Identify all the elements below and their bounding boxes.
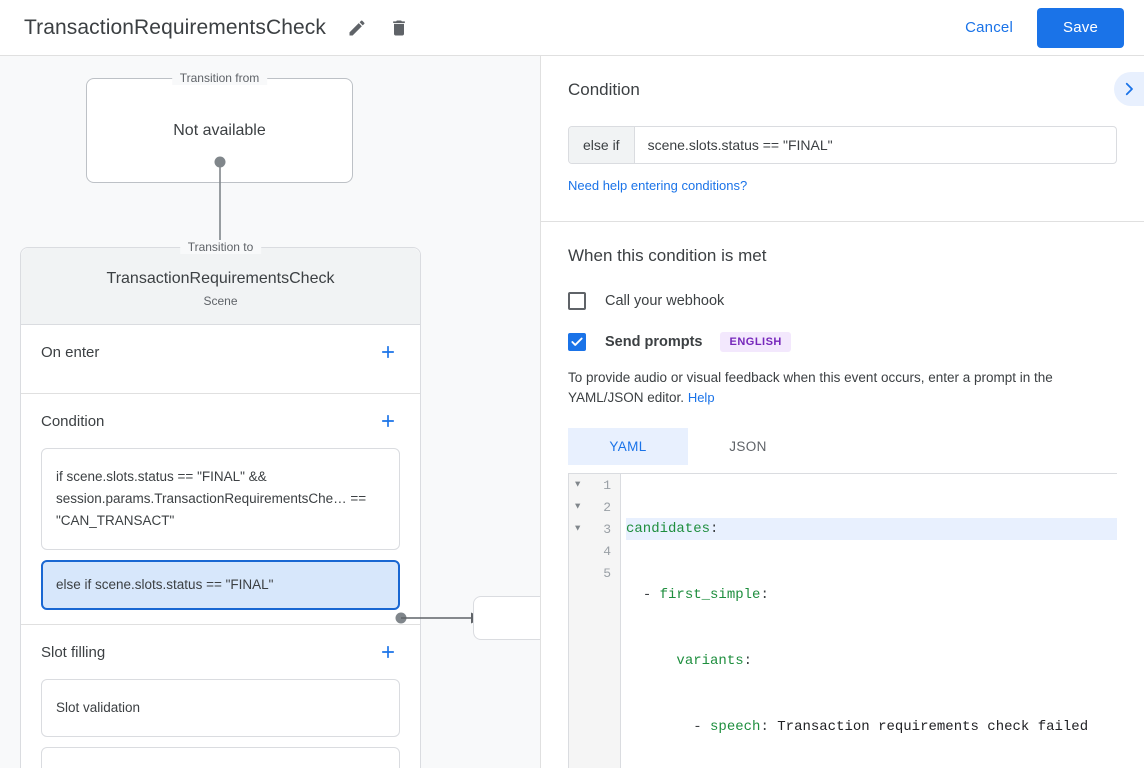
fold-toggle-icon[interactable]: ▼	[575, 479, 581, 490]
page-title: TransactionRequirementsCheck	[24, 15, 326, 39]
add-on-enter-button[interactable]	[376, 340, 400, 364]
section-header: On enter	[41, 325, 400, 379]
editor-gutter: ▼ 1 ▼ 2 ▼ 3 4	[569, 474, 621, 768]
body-wrapper: Transition from Not available Transition…	[0, 56, 1144, 768]
section-condition: Condition if scene.slots.status == "FINA…	[21, 394, 420, 625]
section-slot-filling: Slot filling Slot validation Transaction…	[21, 625, 420, 768]
save-button[interactable]: Save	[1037, 7, 1124, 48]
slot-filling-item[interactable]: TransactionRequirementsCheck	[41, 747, 400, 768]
code-line: - first_simple:	[626, 584, 1117, 606]
code-dash: -	[642, 587, 660, 603]
tab-yaml[interactable]: YAML	[568, 428, 688, 465]
panel-condition-section: Condition else if Need help entering con…	[541, 56, 1144, 222]
call-webhook-checkbox[interactable]	[568, 292, 586, 310]
transition-from-legend: Transition from	[171, 71, 268, 85]
chevron-right-icon[interactable]	[1114, 72, 1144, 106]
condition-prefix: else if	[569, 127, 635, 163]
condition-help-link[interactable]: Need help entering conditions?	[568, 178, 748, 193]
transition-to-legend: Transition to	[179, 240, 262, 254]
condition-input[interactable]	[634, 127, 1116, 163]
line-number: 1	[603, 477, 611, 493]
trash-icon[interactable]	[388, 17, 410, 39]
language-badge: ENGLISH	[720, 332, 791, 352]
condition-item[interactable]: if scene.slots.status == "FINAL" && sess…	[41, 448, 400, 550]
when-met-heading: When this condition is met	[568, 246, 767, 265]
code-indent	[626, 719, 693, 735]
section-title-on-enter: On enter	[41, 343, 100, 361]
transition-to-header[interactable]: Transition to TransactionRequirementsChe…	[21, 240, 420, 325]
transition-to-subtitle: Scene	[203, 294, 238, 308]
code-value: Transaction requirements check failed	[768, 719, 1089, 735]
code-line: candidates:	[626, 518, 1117, 540]
editor-code-area[interactable]: candidates: - first_simple: variants: - …	[621, 474, 1117, 768]
next-node-partial[interactable]	[473, 596, 540, 640]
section-on-enter: On enter	[21, 325, 420, 394]
code-key: first_simple	[659, 587, 761, 603]
line-number: 3	[603, 521, 611, 537]
section-header: Slot filling	[41, 625, 400, 679]
details-panel: Condition else if Need help entering con…	[541, 56, 1144, 768]
code-dash: -	[693, 719, 711, 735]
call-webhook-label: Call your webhook	[605, 293, 725, 309]
gutter-line[interactable]: ▼ 2	[569, 496, 620, 518]
fold-toggle-icon[interactable]: ▼	[575, 523, 581, 534]
gutter-line[interactable]: ▼ 3	[569, 518, 620, 540]
prompts-helper-sentence: To provide audio or visual feedback when…	[568, 370, 1053, 405]
transition-from-value: Not available	[173, 121, 266, 139]
line-number: 2	[603, 499, 611, 515]
send-prompts-checkbox[interactable]	[568, 333, 586, 351]
webhook-row: Call your webhook	[568, 292, 1117, 310]
prompts-help-link[interactable]: Help	[687, 390, 715, 405]
tab-json[interactable]: JSON	[688, 428, 808, 465]
editor-format-tabs: YAML JSON	[568, 428, 1117, 465]
line-number: 4	[603, 543, 611, 559]
code-key: speech	[710, 719, 761, 735]
code-indent	[626, 587, 643, 603]
prompts-helper-text: To provide audio or visual feedback when…	[568, 368, 1117, 408]
section-header: Condition	[41, 394, 400, 448]
graph-canvas[interactable]: Transition from Not available Transition…	[0, 56, 540, 768]
panel-when-met-section: When this condition is met Call your web…	[541, 222, 1144, 768]
cancel-button[interactable]: Cancel	[955, 11, 1023, 44]
section-title-condition: Condition	[41, 412, 105, 430]
send-prompts-label: Send prompts	[605, 334, 703, 350]
section-title-slot-filling: Slot filling	[41, 643, 106, 661]
slot-filling-item[interactable]: Slot validation	[41, 679, 400, 737]
add-condition-button[interactable]	[376, 409, 400, 433]
pencil-icon[interactable]	[346, 17, 368, 39]
code-line: - speech: Transaction requirements check…	[626, 716, 1117, 738]
gutter-line[interactable]: 5	[569, 562, 620, 584]
code-editor[interactable]: ▼ 1 ▼ 2 ▼ 3 4	[568, 473, 1117, 768]
transition-to-title: TransactionRequirementsCheck	[106, 270, 335, 287]
condition-item-selected[interactable]: else if scene.slots.status == "FINAL"	[41, 560, 400, 610]
code-line: variants:	[626, 650, 1117, 672]
gutter-line[interactable]: 4	[569, 540, 620, 562]
panel-condition-heading: Condition	[568, 80, 640, 99]
send-prompts-row: Send prompts ENGLISH	[568, 332, 1117, 352]
edge-horizontal	[395, 612, 483, 624]
panel-divider	[540, 56, 541, 768]
code-indent	[626, 653, 676, 669]
add-slot-filling-button[interactable]	[376, 640, 400, 664]
transition-to-card: Transition to TransactionRequirementsChe…	[20, 240, 421, 768]
code-key: variants	[676, 653, 744, 669]
condition-input-row: else if	[568, 126, 1117, 164]
gutter-line[interactable]: ▼ 1	[569, 474, 620, 496]
line-number: 5	[603, 565, 611, 581]
fold-toggle-icon[interactable]: ▼	[575, 501, 581, 512]
app-header: TransactionRequirementsCheck Cancel Save	[0, 0, 1144, 56]
code-key: candidates	[626, 521, 711, 537]
header-actions: Cancel Save	[955, 7, 1124, 48]
